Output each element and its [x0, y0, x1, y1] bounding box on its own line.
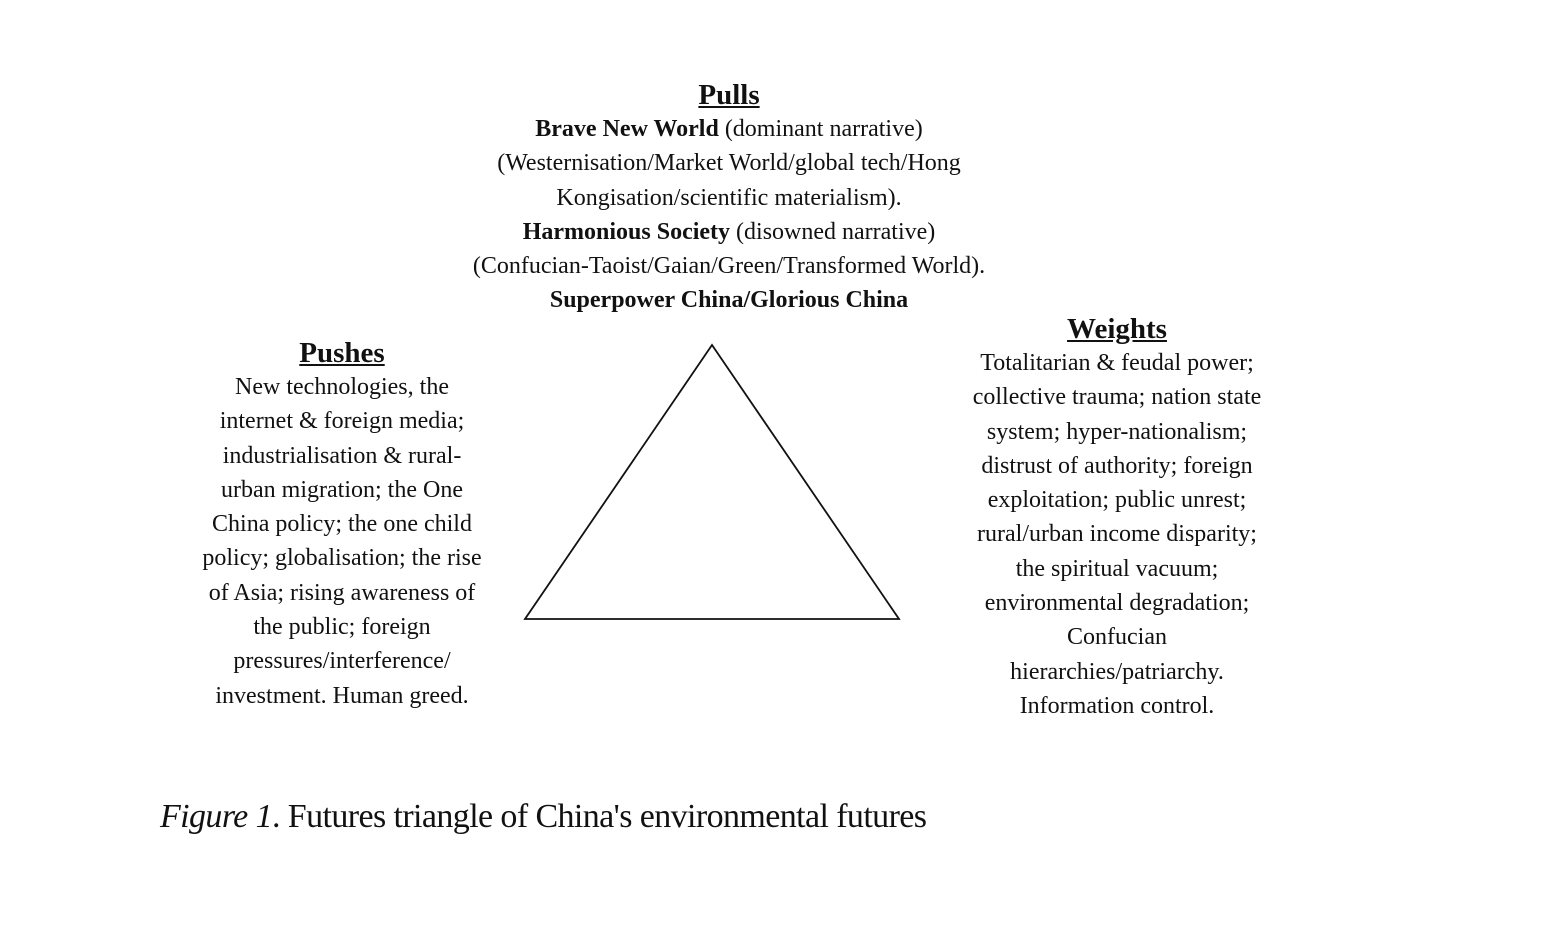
- figure-caption-text: . Futures triangle of China's environmen…: [271, 798, 927, 835]
- pushes-line: China policy; the one child: [212, 511, 472, 538]
- brave-new-world-note: (dominant narrative): [718, 116, 923, 142]
- pushes-block: Pushes New technologies, the internet & …: [142, 336, 542, 713]
- pushes-line: urban migration; the One: [221, 476, 463, 503]
- weights-line: collective trauma; nation state: [972, 384, 1262, 411]
- superpower-china-line: Superpower China/Glorious China: [549, 287, 909, 314]
- pulls-line: (Confucian-Taoist/Gaian/Green/Transforme…: [472, 253, 986, 280]
- pulls-line: (Westernisation/Market World/global tech…: [497, 150, 961, 177]
- harmonious-society-line: Harmonious Society (disowned narrative): [429, 215, 1029, 249]
- pushes-line: the public; foreign: [253, 614, 431, 641]
- pushes-line: industrialisation & rural-: [222, 442, 462, 469]
- weights-line: hierarchies/patriarchy.: [1010, 658, 1224, 685]
- weights-line: system; hyper-nationalism;: [986, 418, 1248, 445]
- pushes-line: pressures/interference/: [233, 648, 451, 675]
- weights-line: Confucian: [1067, 624, 1167, 651]
- triangle-shape: [523, 343, 901, 620]
- figure-label: Figure 1: [160, 798, 273, 835]
- weights-line: exploitation; public unrest;: [987, 487, 1247, 514]
- pushes-line: investment. Human greed.: [215, 682, 469, 709]
- pushes-line: internet & foreign media;: [219, 408, 465, 435]
- pushes-line: of Asia; rising awareness of: [208, 579, 476, 606]
- weights-heading: Weights: [1067, 313, 1167, 345]
- pulls-line: Kongisation/scientific materialism).: [556, 184, 902, 211]
- weights-line: the spiritual vacuum;: [1015, 555, 1219, 582]
- pulls-block: Pulls Brave New World (dominant narrativ…: [429, 78, 1029, 318]
- pushes-heading: Pushes: [299, 337, 385, 369]
- harmonious-society-note: (disowned narrative): [730, 218, 936, 245]
- brave-new-world-label: Brave New World: [535, 116, 719, 142]
- brave-new-world-line: Brave New World (dominant narrative): [429, 112, 1029, 146]
- weights-line: Totalitarian & feudal power;: [980, 350, 1254, 376]
- harmonious-society-label: Harmonious Society: [522, 218, 731, 245]
- weights-line: rural/urban income disparity;: [977, 521, 1257, 548]
- weights-line: environmental degradation;: [984, 590, 1250, 617]
- pushes-line: New technologies, the: [235, 374, 449, 400]
- weights-line: Information control.: [1019, 692, 1215, 719]
- pulls-heading: Pulls: [698, 79, 760, 111]
- figure-caption: Figure 1. Futures triangle of China's en…: [160, 798, 927, 836]
- weights-line: distrust of authority; foreign: [981, 452, 1253, 479]
- pushes-line: policy; globalisation; the rise: [202, 545, 482, 572]
- weights-block: Weights Totalitarian & feudal power; col…: [917, 312, 1317, 723]
